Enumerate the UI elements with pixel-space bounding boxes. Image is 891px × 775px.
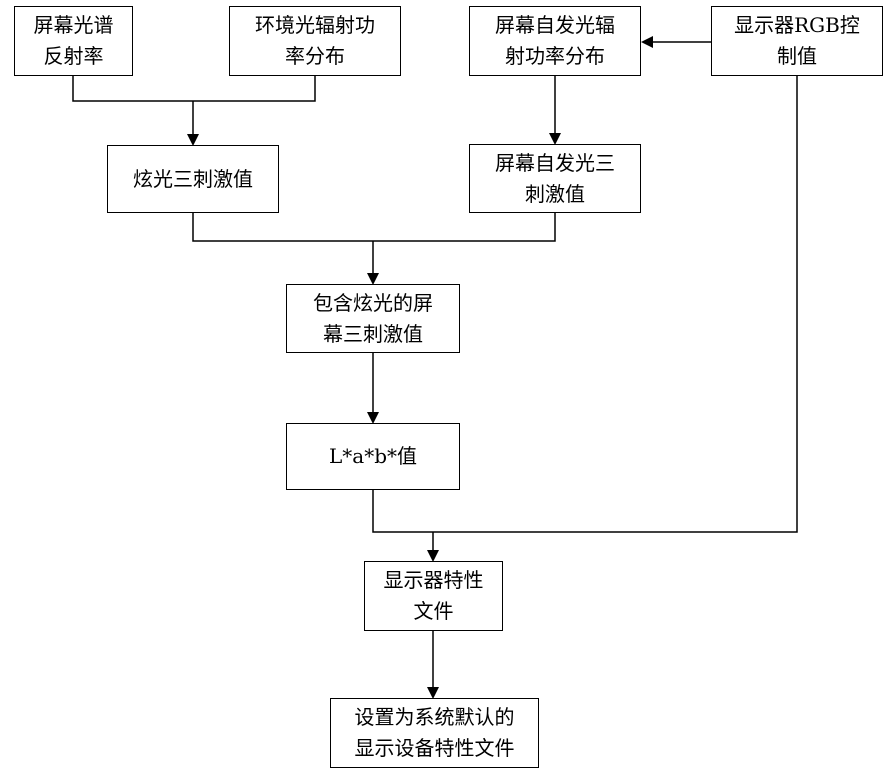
- lab-value-node: L*a*b*值: [286, 423, 460, 490]
- node-line: 刺激值: [495, 179, 615, 210]
- node-line: 率分布: [255, 41, 375, 72]
- connector-reflectance-ambient-merge: [73, 76, 315, 101]
- glare-tristimulus-node: 炫光三刺激值: [107, 145, 279, 213]
- set-default-node: 设置为系统默认的 显示设备特性文件: [330, 698, 539, 768]
- node-line: 文件: [384, 596, 484, 627]
- node-line: 炫光三刺激值: [133, 164, 253, 195]
- node-line: 显示器RGB控: [734, 10, 860, 41]
- screen-emission-tristimulus-node: 屏幕自发光三 刺激值: [469, 144, 641, 213]
- node-line: 反射率: [34, 41, 114, 72]
- display-profile-node: 显示器特性 文件: [364, 561, 503, 631]
- node-line: 制值: [734, 41, 860, 72]
- node-line: 射功率分布: [495, 41, 615, 72]
- connector-tristimulus-merge: [193, 213, 555, 241]
- node-line: 设置为系统默认的: [355, 702, 515, 733]
- node-line: 环境光辐射功: [255, 10, 375, 41]
- node-line: 显示器特性: [384, 565, 484, 596]
- ambient-power-node: 环境光辐射功 率分布: [229, 6, 401, 76]
- node-line: 屏幕光谱: [34, 10, 114, 41]
- node-line: 幕三刺激值: [313, 319, 433, 350]
- rgb-control-node: 显示器RGB控 制值: [711, 6, 883, 76]
- node-line: 显示设备特性文件: [355, 733, 515, 764]
- node-line: 包含炫光的屏: [313, 288, 433, 319]
- node-line: L*a*b*值: [329, 441, 417, 472]
- screen-reflectance-node: 屏幕光谱 反射率: [14, 6, 133, 76]
- node-line: 屏幕自发光三: [495, 148, 615, 179]
- node-line: 屏幕自发光辐: [495, 10, 615, 41]
- screen-emission-power-node: 屏幕自发光辐 射功率分布: [469, 6, 641, 76]
- combined-tristimulus-node: 包含炫光的屏 幕三刺激值: [286, 284, 460, 353]
